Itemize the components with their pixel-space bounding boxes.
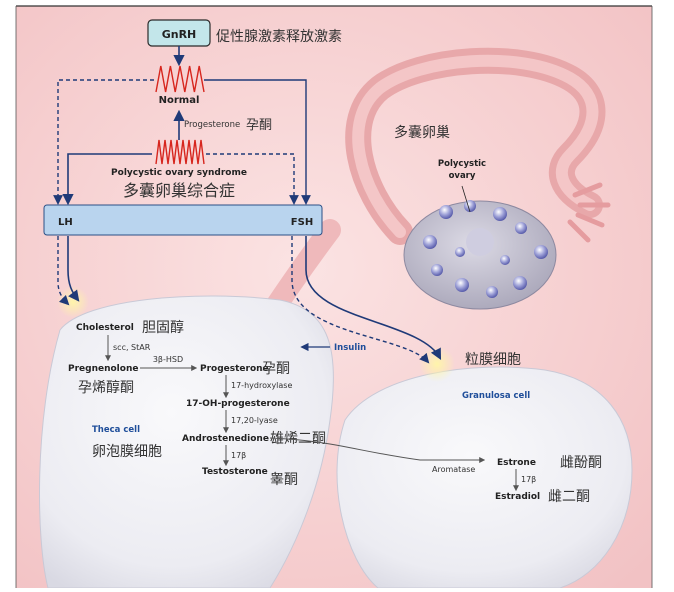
pregnenolone-cn: 孕烯醇酮 [78, 379, 134, 396]
estradiol-label: Estradiol [495, 492, 540, 502]
lh-label: LH [58, 217, 73, 228]
progesterone-top-cn: 孕酮 [246, 118, 272, 133]
granulosa-cn-label: 粒膜细胞 [465, 352, 521, 368]
progesterone-top-label: Progesterone [184, 120, 240, 130]
granulosa-cell [336, 366, 633, 589]
testosterone-label: Testosterone [202, 467, 268, 477]
lyase-label: 17,20-lyase [231, 416, 278, 425]
insulin-label: Insulin [334, 343, 366, 353]
arrow-androstenedione-estrone [269, 437, 486, 463]
hydroxylase-label: 17-hydroxylase [231, 381, 292, 390]
theca-cn-label: 卵泡膜细胞 [92, 444, 162, 460]
normal-label: Normal [159, 95, 200, 106]
estradiol-cn: 雌二酮 [548, 489, 590, 505]
estrone-label: Estrone [497, 458, 536, 468]
pcos-arrows [62, 153, 299, 206]
lh-fsh-bar: LH FSH [43, 204, 323, 236]
polycystic-ovary [403, 185, 557, 310]
androstenedione-label: Androstenedione [182, 434, 269, 444]
steroid-pathway: Cholesterol 胆固醇 scc, StAR Pregnenolone 孕… [68, 319, 602, 505]
ohp-label: 17-OH-progesterone [186, 399, 290, 409]
gnrh-label: GnRH [162, 28, 197, 41]
normal-dashed-arrows [53, 79, 311, 205]
ovary-leader-line [461, 185, 471, 213]
progesterone-cn: 孕酮 [262, 361, 290, 377]
cholesterol-cn: 胆固醇 [142, 319, 184, 336]
ovary-cn-label: 多囊卵巢 [394, 124, 450, 141]
gnrh-box: GnRH [147, 19, 211, 47]
theca-cell [39, 295, 334, 589]
normal-pulse-wave [155, 65, 205, 93]
aromatase-label: Aromatase [432, 465, 475, 474]
hsd-label: 3β-HSD [153, 355, 183, 364]
progesterone-label: Progesterone [200, 364, 269, 374]
scc-label: scc, StAR [113, 343, 151, 352]
b17a-label: 17β [231, 451, 246, 460]
gnrh-cn-label: 促性腺激素释放激素 [216, 28, 342, 45]
pcos-pulse-wave [155, 139, 205, 165]
testosterone-cn: 睾酮 [270, 472, 298, 488]
pregnenolone-label: Pregnenolone [68, 364, 138, 374]
fsh-to-granulosa-arrows [291, 236, 442, 364]
estrone-cn: 雌酚酮 [560, 455, 602, 471]
androstenedione-cn: 雄烯二酮 [270, 431, 326, 447]
lh-receptor-glow [57, 286, 89, 318]
fsh-receptor-glow [419, 346, 455, 382]
lh-to-theca-arrows [57, 236, 80, 306]
b17b-label: 17β [521, 475, 536, 484]
ovary-label-line1: Polycystic [438, 159, 486, 169]
pcos-cn-label: 多囊卵巢综合症 [123, 181, 235, 200]
cholesterol-label: Cholesterol [76, 323, 134, 333]
ovary-label-line2: ovary [449, 171, 476, 181]
theca-label: Theca cell [92, 425, 140, 435]
granulosa-label: Granulosa cell [462, 391, 530, 401]
fsh-label: FSH [291, 217, 313, 228]
pcos-label: Polycystic ovary syndrome [111, 168, 247, 178]
